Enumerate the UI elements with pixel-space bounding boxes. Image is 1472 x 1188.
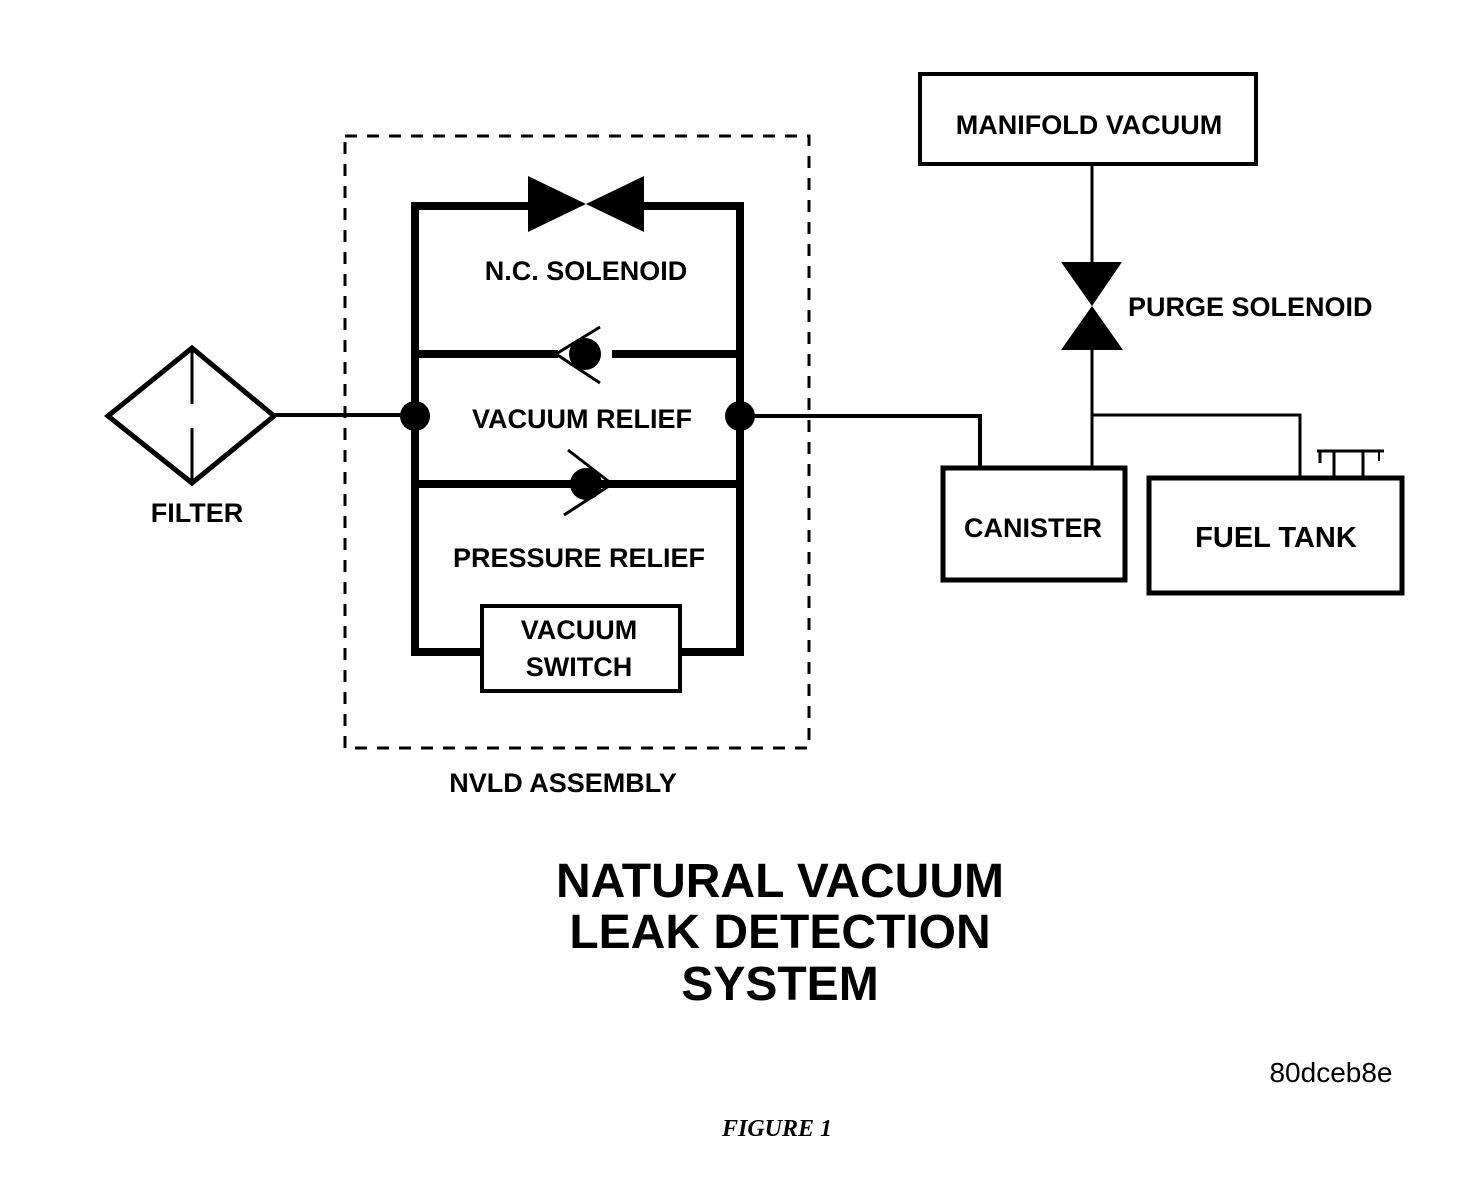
canister-box xyxy=(940,465,1128,583)
nvld-to-canister-line xyxy=(740,414,982,468)
canister-label: CANISTER xyxy=(964,513,1102,543)
nc-solenoid-valve-icon xyxy=(528,176,644,232)
vacuum-relief-check-valve-icon xyxy=(555,325,601,385)
filter-label: FILTER xyxy=(151,498,243,528)
vacuum-switch-label-line1: VACUUM xyxy=(521,615,638,645)
manifold-vacuum-box xyxy=(918,72,1258,166)
purge-solenoid-valve-icon xyxy=(1061,262,1123,350)
image-code: 80dceb8e xyxy=(1269,1057,1392,1088)
pressure-relief-check-valve-icon xyxy=(563,448,613,517)
diagram-title-line3: SYSTEM xyxy=(681,958,878,1011)
figure-caption: FIGURE 1 xyxy=(721,1116,832,1142)
filter-icon xyxy=(104,344,278,487)
fuel-tank-label: FUEL TANK xyxy=(1195,522,1357,554)
diagram-title-line2: LEAK DETECTION xyxy=(569,906,990,959)
nvld-assembly-boundary xyxy=(343,134,811,750)
pressure-relief-label: PRESSURE RELIEF xyxy=(453,543,705,573)
vacuum-switch-label-line2: SWITCH xyxy=(526,652,632,682)
purge-solenoid-label: PURGE SOLENOID xyxy=(1128,292,1373,322)
diagram-title-line1: NATURAL VACUUM xyxy=(556,855,1004,908)
vacuum-switch-box xyxy=(480,604,682,693)
fuel-tank-filler-neck-icon xyxy=(1317,449,1384,478)
vacuum-relief-label: VACUUM RELIEF xyxy=(472,404,692,434)
nvld-assembly-label: NVLD ASSEMBLY xyxy=(449,768,677,798)
purge-to-fuel-tank-line xyxy=(1092,413,1302,478)
manifold-vacuum-label: MANIFOLD VACUUM xyxy=(956,110,1222,140)
nc-solenoid-label: N.C. SOLENOID xyxy=(485,256,688,286)
fuel-tank-box xyxy=(1146,475,1405,596)
